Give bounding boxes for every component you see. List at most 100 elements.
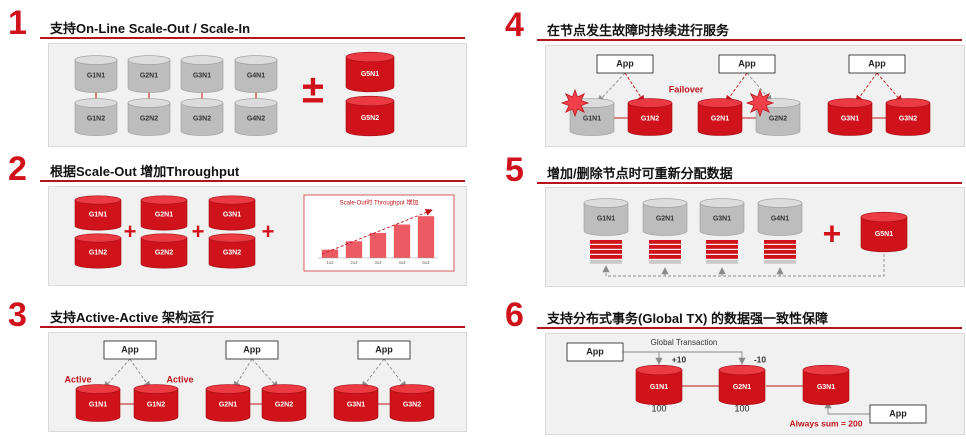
section-6-number: 6: [505, 296, 524, 334]
red-node-g1n1: G1N1: [75, 384, 121, 422]
node-label: G1N2: [641, 116, 659, 123]
section-6-title: 支持分布式事务(Global TX) 的数据强一致性保障: [547, 311, 828, 326]
grey-node-g2n1: G2N1: [127, 55, 171, 93]
app-arrow: [233, 358, 253, 389]
node-label: G1N2: [87, 116, 105, 123]
app-arrow: [129, 358, 151, 389]
data-block: [706, 255, 738, 259]
red-node-g1n2: G1N2: [133, 384, 179, 422]
plus-icon: +: [124, 219, 137, 244]
node-label: G2N1: [656, 216, 674, 223]
app-box-top: [566, 342, 624, 362]
plus-10-label: +10: [672, 354, 687, 364]
node-label: G1N1: [597, 216, 615, 223]
grey-node-g4n2: G4N2: [234, 98, 278, 136]
node-label: G5N2: [361, 115, 379, 122]
app-box-label: App: [375, 344, 393, 354]
data-block: [649, 250, 681, 254]
global-tx-label: Global Transaction: [651, 338, 718, 347]
data-block: [590, 245, 622, 249]
plus-minus-icon: ±: [302, 68, 324, 112]
app-box-label: App: [121, 344, 139, 354]
app-box-bottom: [869, 404, 927, 424]
node-label: G1N1: [87, 73, 105, 80]
red-node-g2n1: G2N1: [718, 364, 766, 406]
grey-node-g1n2: G1N2: [74, 98, 118, 136]
app-arrow: [597, 72, 626, 103]
node-label: G3N2: [403, 402, 421, 409]
section-3-rule: [40, 326, 465, 328]
app-arrow: [855, 72, 878, 103]
data-block: [764, 245, 796, 249]
plus-icon: +: [262, 219, 275, 244]
app-box: [596, 54, 654, 74]
section-2-title: 根据Scale-Out 增加Throughput: [50, 164, 240, 179]
node-label: G3N1: [347, 402, 365, 409]
section-5-rule: [537, 182, 962, 184]
minus-10-label: -10: [754, 354, 767, 364]
node-label: G4N2: [247, 116, 265, 123]
section-3-title: 支持Active-Active 架构运行: [50, 310, 214, 325]
data-block: [764, 260, 796, 264]
red-node-g3n1: G3N1: [802, 364, 850, 406]
data-block: [590, 250, 622, 254]
chart-bar-2x2: [345, 241, 363, 258]
node-label: G2N2: [140, 116, 158, 123]
red-node-g1n2: G1N2: [74, 233, 122, 269]
data-block: [764, 255, 796, 259]
data-block: [649, 245, 681, 249]
section-4-number: 4: [505, 6, 524, 44]
red-node-g3n1: G3N1: [208, 195, 256, 231]
node-label: G3N2: [899, 116, 917, 123]
app-arrow: [624, 72, 645, 103]
app-arrow: [876, 72, 903, 103]
grey-node-g4n1: G4N1: [757, 198, 803, 236]
red-node-g5n1: G5N1: [860, 211, 908, 253]
section-4-rule: [537, 39, 962, 41]
data-block: [590, 255, 622, 259]
node-label: G2N2: [769, 116, 787, 123]
app-arrow: [383, 358, 407, 389]
node-label: G3N1: [193, 73, 211, 80]
chart-tick-label: 2x2: [350, 260, 358, 265]
chart-bar-4x2: [393, 224, 411, 258]
failover-label: Failover: [669, 84, 704, 94]
node-label: G3N1: [713, 216, 731, 223]
app-box-label: App: [868, 58, 886, 68]
red-node-g1n1: G1N1: [635, 364, 683, 406]
data-block: [649, 240, 681, 244]
chart-tick-label: 1x2: [326, 260, 334, 265]
redistribute-path: [602, 254, 885, 277]
node-label: G1N1: [89, 402, 107, 409]
node-g3n2: G3N2: [885, 98, 931, 136]
plus-icon: +: [192, 219, 205, 244]
node-label: G2N1: [733, 384, 751, 391]
red-node-g2n2: G2N2: [140, 233, 188, 269]
app-box: [718, 54, 776, 74]
app-box: [848, 54, 906, 74]
red-node-g2n1: G2N1: [205, 384, 251, 422]
node-label: G3N2: [193, 116, 211, 123]
node-label: G5N1: [875, 231, 893, 238]
red-node-g3n2: G3N2: [208, 233, 256, 269]
node-g3n1: G3N1: [827, 98, 873, 136]
grey-node-g3n1: G3N1: [180, 55, 224, 93]
node-label: G3N1: [841, 116, 859, 123]
red-node-g2n1: G2N1: [140, 195, 188, 231]
app-arrow: [361, 358, 385, 389]
section-1-title: 支持On-Line Scale-Out / Scale-In: [50, 21, 251, 36]
section-5-title: 增加/删除节点时可重新分配数据: [547, 166, 733, 181]
section-1-number: 1: [8, 4, 27, 42]
red-node-g2n2: G2N2: [261, 384, 307, 422]
global-tx-line: [623, 351, 746, 365]
section-4-title: 在节点发生故障时持续进行服务: [547, 23, 730, 38]
data-block: [649, 260, 681, 264]
grey-node-g3n2: G3N2: [180, 98, 224, 136]
section-6-rule: [537, 327, 962, 329]
chart-bar-5x2: [417, 216, 435, 258]
balance-value-1: 100: [651, 403, 666, 413]
app-arrow: [725, 72, 748, 103]
section-2-rule: [40, 180, 465, 182]
read-line: [824, 401, 870, 415]
